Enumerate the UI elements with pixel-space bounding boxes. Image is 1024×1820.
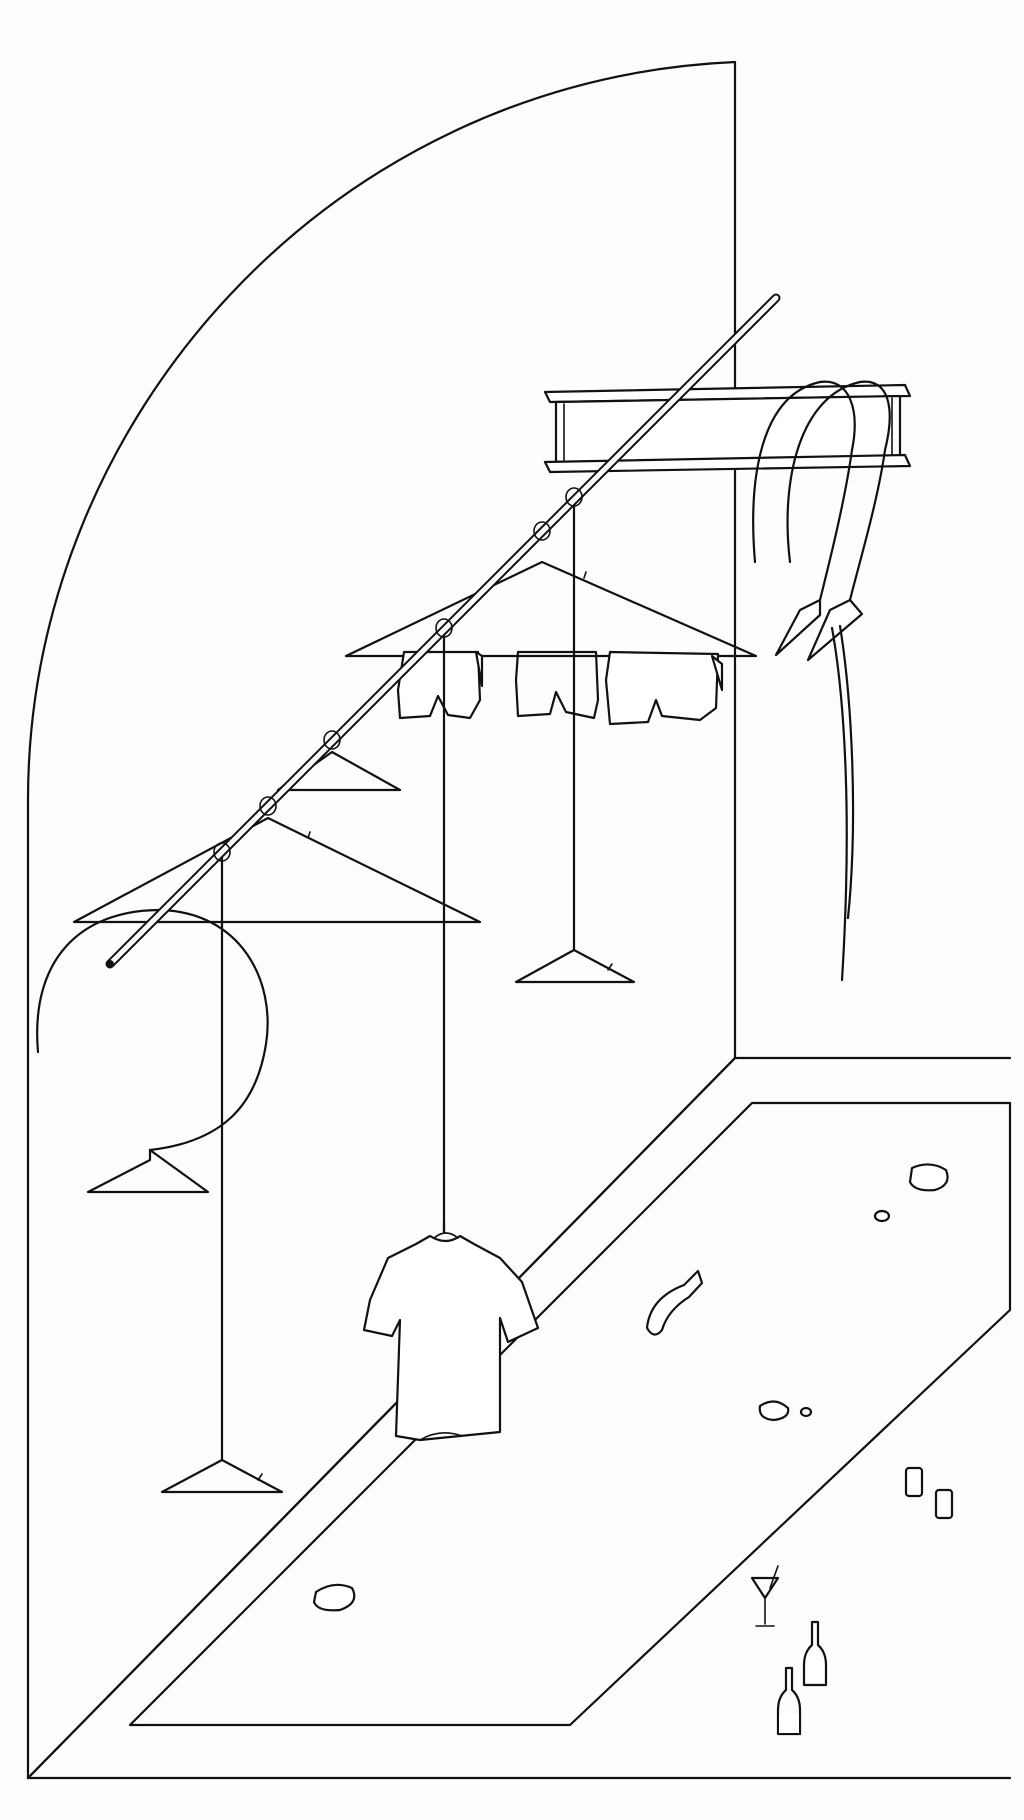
rail-rings [213, 487, 583, 862]
speckled-rug [128, 1101, 1012, 1727]
shorts-garments [396, 650, 724, 726]
hanger-loop [36, 908, 269, 1194]
bottles [776, 1620, 828, 1736]
cups [904, 1466, 954, 1520]
diagonal-rail[interactable] [105, 293, 781, 969]
floor-edge [26, 1056, 1012, 1780]
hanger-left-large [72, 816, 482, 924]
hanger-top-large [344, 560, 758, 658]
hanging-straps [752, 380, 891, 982]
hanger-mid-small [276, 750, 402, 792]
arched-wall [26, 60, 737, 1780]
hanger-bottom-right [514, 948, 636, 984]
hanger-bottom-left [160, 1458, 284, 1494]
t-shirt [362, 1220, 540, 1442]
pebbles [312, 1163, 949, 1612]
hanging-lines [220, 494, 576, 1462]
cocktail-glass [750, 1565, 780, 1627]
sock [645, 1269, 704, 1336]
